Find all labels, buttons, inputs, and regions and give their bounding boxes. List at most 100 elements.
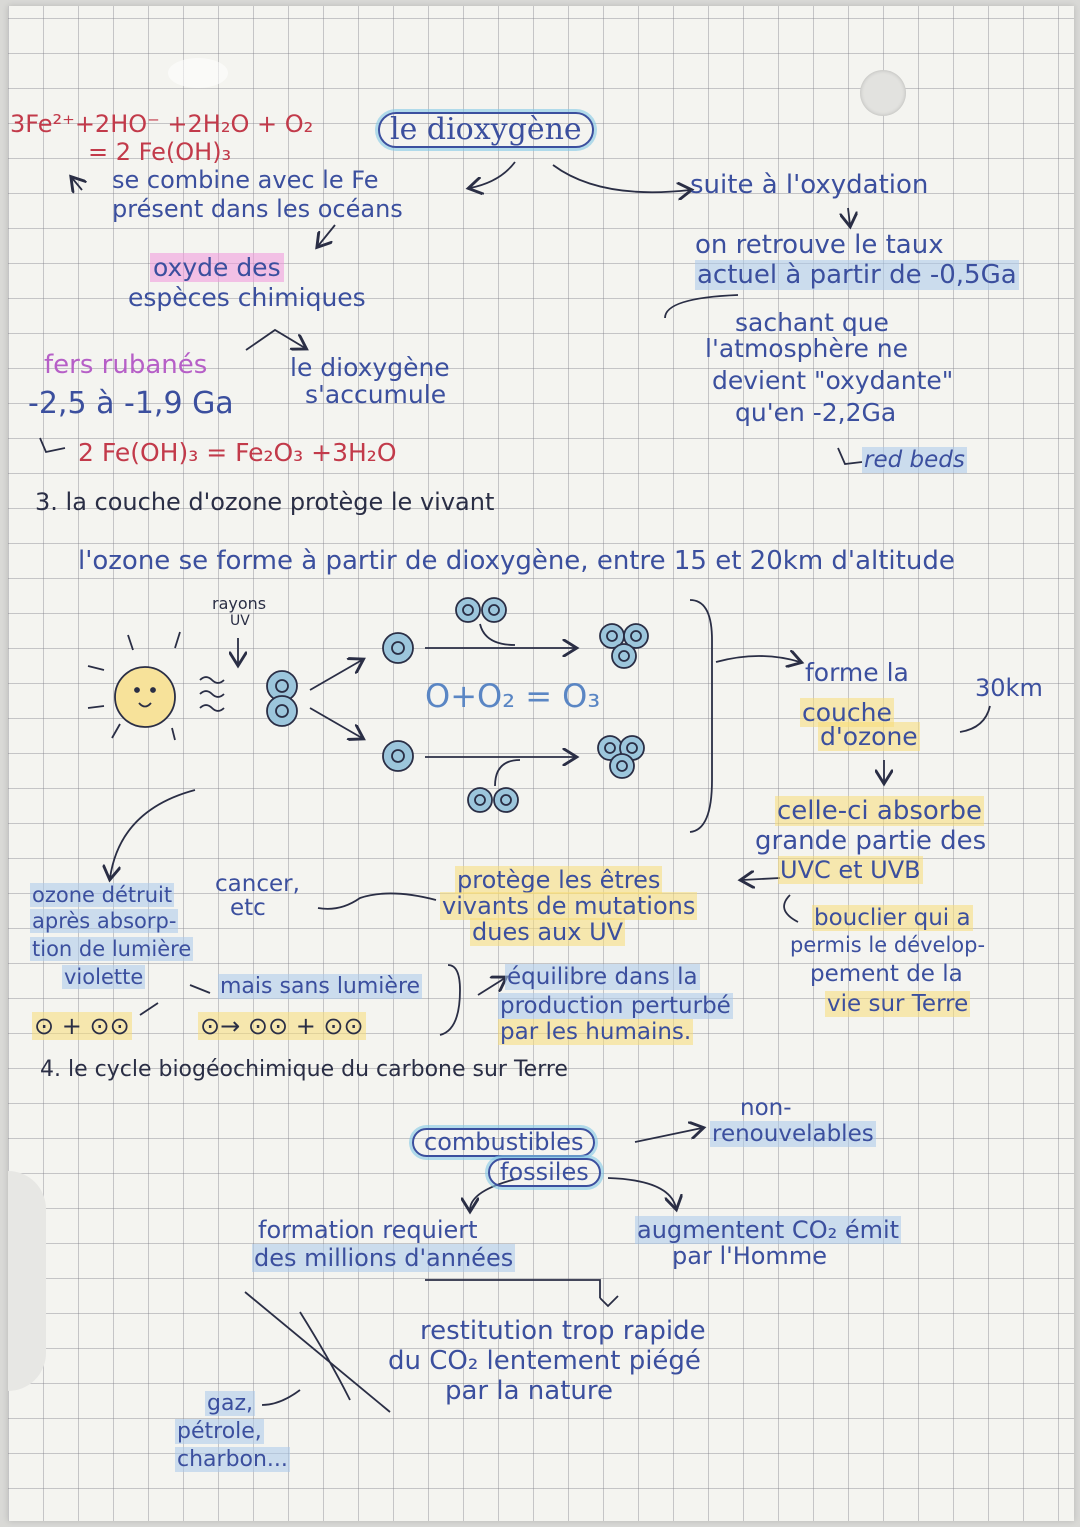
ozone-intro: l'ozone se forme à partir de dioxygène, … (78, 546, 955, 576)
arrow-to-protege (742, 878, 781, 880)
arrow-violette (189, 984, 211, 994)
binder-hole (860, 70, 906, 116)
ozone-reaction-mid: ⊙→ ⊙⊙ + ⊙⊙ (198, 1012, 366, 1040)
arrow-to-bouclier (783, 894, 799, 923)
arrow-combine-up (72, 178, 82, 190)
arrow-formation (470, 1177, 521, 1210)
o2-top (455, 597, 507, 623)
sachant-line-4: qu'en -2,2Ga (735, 398, 897, 427)
detruit-line-2: après absorp- (30, 909, 179, 933)
arrow-exemples (261, 1389, 301, 1406)
bracket-right (689, 599, 713, 833)
formation-line-1: formation requiert (258, 1216, 478, 1244)
arrow-suite-down (848, 207, 850, 225)
heading-section-3: 3. la couche d'ozone protège le vivant (35, 488, 495, 516)
combine-line-2: présent dans les océans (112, 195, 403, 223)
non-renouv-line-1: non- (740, 1095, 792, 1121)
x-cross-1 (244, 1291, 391, 1413)
bouclier-line-3: pement de la (810, 961, 963, 987)
rayons-line-2: UV (230, 613, 250, 629)
forme-line-1: forme la (805, 658, 909, 687)
arrow-react-left (139, 1002, 159, 1016)
arrow-o-down (309, 707, 362, 738)
arrow-title-left (470, 161, 516, 188)
oxygen-atom-bottom (382, 740, 414, 772)
cancer-line-1: cancer, (215, 871, 300, 897)
oxygen-atom-top (382, 632, 414, 664)
accumule-line-2: s'accumule (305, 380, 447, 409)
oxyde-line-2: espèces chimiques (128, 283, 366, 312)
absorbe-line-1: celle-ci absorbe (775, 796, 984, 826)
detruit-line-4: violette (62, 965, 146, 989)
altitude-30km: 30km (975, 674, 1043, 702)
heading-section-4: 4. le cycle biogéochimique du carbone su… (40, 1057, 568, 1082)
ozone-reaction-left: ⊙ + ⊙⊙ (32, 1012, 132, 1040)
bracket-sans (439, 964, 461, 1036)
x-cross-2 (299, 1311, 351, 1401)
arrow-red-beds (837, 447, 863, 465)
restitution-line-1: restitution trop rapide (420, 1316, 706, 1346)
exemples-line-2: pétrole, (175, 1419, 264, 1444)
restitution-line-3: par la nature (445, 1376, 614, 1406)
detruit-line-1: ozone détruit (30, 883, 175, 907)
bouclier-line-4: vie sur Terre (825, 991, 971, 1017)
arrow-augmentent (607, 1177, 676, 1208)
o3-top (599, 623, 649, 669)
formation-line-2: des millions d'années (252, 1244, 516, 1272)
protege-line-1: protège les êtres (455, 866, 663, 894)
arrow-to-oxyde (318, 224, 336, 246)
taux-line-1: on retrouve le taux (695, 230, 944, 260)
arrow-o2-bottom-join (494, 759, 521, 787)
arrow-sun-curve (110, 789, 196, 878)
arrow-cancer (317, 892, 437, 910)
arrow-o2-top-join (479, 623, 516, 646)
forme-line-3: d'ozone (818, 722, 920, 751)
arrow-fers (39, 437, 66, 454)
sachant-line-2: l'atmosphère ne (705, 334, 908, 363)
ozone-formula: O+O₂ = O₃ (425, 677, 601, 715)
arrow-o-up (309, 660, 362, 691)
exemples-line-3: charbon... (175, 1447, 290, 1472)
arrow-split (245, 328, 305, 351)
detruit-line-3: tion de lumière (30, 937, 194, 961)
cancer-line-2: etc (230, 895, 266, 921)
arrow-non-renouv (634, 1128, 702, 1143)
restitution-line-2: du CO₂ lentement piégé (388, 1346, 701, 1376)
o2-molecule (266, 670, 298, 727)
fers-rubanes: fers rubanés (44, 350, 208, 380)
sans-lumiere: mais sans lumière (218, 974, 423, 999)
equation-line-1: 3Fe²⁺+2HO⁻ +2H₂O + O₂ (10, 110, 314, 138)
oxyde-line-1: oxyde des (150, 253, 284, 282)
o2-bottom (467, 787, 519, 813)
sachant-line-1: sachant que (735, 308, 889, 337)
equilibre-line-3: par les humains. (498, 1019, 694, 1045)
red-beds: red beds (862, 447, 967, 473)
non-renouv-line-2: renouvelables (710, 1121, 876, 1147)
o3-bottom (597, 735, 645, 779)
equation-3: 2 Fe(OH)₃ = Fe₂O₃ +3H₂O (78, 438, 397, 467)
equilibre-line-1: équilibre dans la (505, 964, 700, 990)
equation-line-2: = 2 Fe(OH)₃ (88, 138, 232, 166)
arrow-equilibre (477, 978, 505, 996)
exemples-line-1: gaz, (205, 1391, 255, 1416)
combustibles-line-1: combustibles (412, 1128, 596, 1158)
protege-line-2: vivants de mutations (440, 892, 698, 920)
arrow-restitution (599, 1295, 619, 1308)
absorbe-line-2: grande partie des (755, 826, 987, 856)
arrow-sachant (664, 294, 739, 319)
arrow-30km (959, 705, 991, 733)
absorbe-line-3: UVC et UVB (778, 856, 923, 884)
taux-line-2: actuel à partir de -0,5Ga (695, 260, 1019, 290)
equilibre-line-2: production perturbé (498, 993, 733, 1019)
augmentent-line-1: augmentent CO₂ émit (635, 1216, 902, 1244)
combustibles-line-2: fossiles (488, 1158, 601, 1188)
binder-hole-shadow (168, 58, 228, 88)
protege-line-3: dues aux UV (470, 918, 626, 946)
rayons-line-1: rayons (212, 594, 267, 613)
page-edge (8, 1171, 46, 1391)
suite-oxydation: suite à l'oxydation (690, 170, 929, 200)
arrow-to-forme (715, 656, 800, 662)
bracket-restitution (425, 1279, 601, 1298)
combine-line-1: se combine avec le Fe (112, 166, 379, 194)
sachant-line-3: devient "oxydante" (712, 366, 954, 395)
